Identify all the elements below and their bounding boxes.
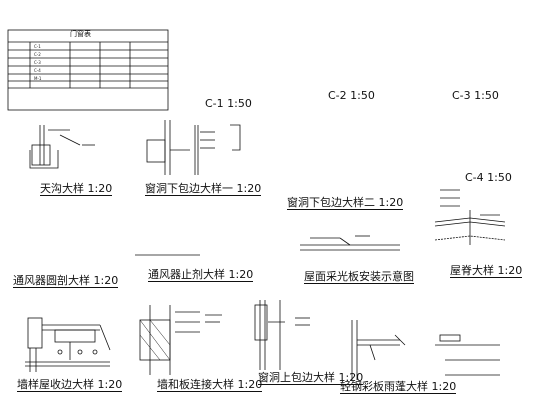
- caption-wall-panel: 墙和板连接大样 1:20: [157, 378, 263, 392]
- caption-ridge: 屋脊大样 1:20: [450, 264, 523, 278]
- window-type-c3: C-3 1:50: [452, 89, 499, 102]
- detail-window-sill-1-figure: [146, 120, 241, 175]
- detail-wall-edge-figure: [25, 317, 111, 372]
- schedule-row-code: C-2: [34, 51, 41, 57]
- caption-vent-stop: 通风器止剂大样 1:20: [148, 268, 254, 282]
- window-type-c2: C-2 1:50: [328, 89, 375, 102]
- caption-window-sill-1: 窗洞下包边大样一 1:20: [145, 182, 262, 196]
- schedule-title: 门窗表: [70, 30, 91, 38]
- caption-window-head: 窗洞上包边大样 1:20: [258, 371, 364, 385]
- caption-canopy: 轻钢彩板雨蓬大样 1:20: [340, 380, 457, 394]
- caption-gutter: 天沟大样 1:20: [40, 182, 113, 196]
- detail-window-head-figure: [254, 300, 310, 370]
- detail-canopy-figure: [351, 320, 406, 380]
- schedule-row-code: C-1: [34, 43, 41, 49]
- caption-skylight: 屋面采光板安装示意图: [304, 270, 414, 284]
- schedule-row-code: C-4: [34, 67, 41, 73]
- window-type-c4: C-4 1:50: [465, 171, 512, 184]
- detail-gutter-figure: [29, 125, 95, 169]
- detail-misc-right-figure: [435, 334, 500, 376]
- detail-ridge-figure: [434, 189, 506, 245]
- schedule-row-code: C-3: [34, 59, 41, 65]
- caption-vent-section: 通风器圆剖大样 1:20: [13, 274, 119, 288]
- schedule-frame: [7, 29, 169, 111]
- detail-wall-panel-figure: [139, 305, 222, 375]
- detail-skylight-figure: [300, 235, 400, 251]
- caption-window-sill-2: 窗洞下包边大样二 1:20: [287, 196, 404, 210]
- window-type-c1: C-1 1:50: [205, 97, 252, 110]
- schedule-row-code: M-1: [34, 75, 42, 81]
- caption-wall-edge: 墙样屋收边大样 1:20: [17, 378, 123, 392]
